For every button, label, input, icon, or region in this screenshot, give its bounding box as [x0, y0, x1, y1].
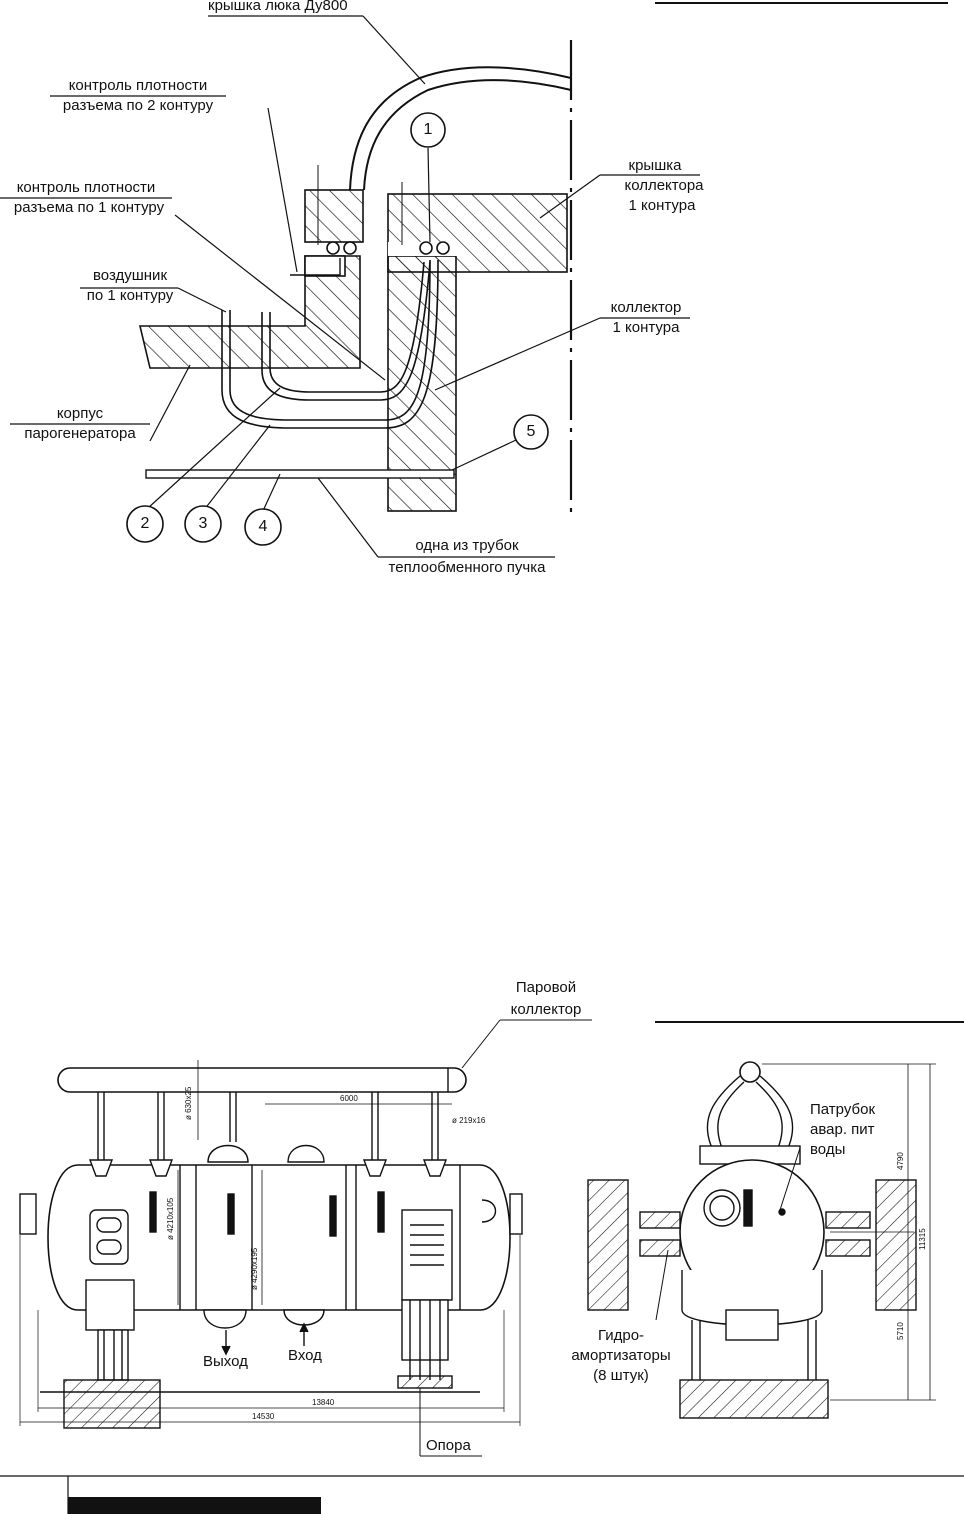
label-vent-line2: по 1 контуру — [86, 287, 174, 304]
label-damper-line2: амортизаторы — [571, 1347, 671, 1364]
label-damper-line1: Гидро- — [597, 1327, 645, 1344]
label-seal-ctrl-1-line1: контроль плотности — [16, 179, 156, 196]
callout-3: 3 — [198, 515, 208, 532]
label-inlet: Вход — [288, 1347, 322, 1364]
label-damper-line3: (8 штук) — [593, 1367, 649, 1384]
label-coll-cover-line2: коллектора — [624, 177, 704, 194]
callout-5: 5 — [526, 423, 536, 440]
dim-11315: 11315 — [918, 1228, 927, 1250]
label-nozzle-line3: воды — [810, 1141, 846, 1158]
callout-1: 1 — [423, 121, 433, 138]
label-collector-line1: коллектор — [610, 299, 682, 316]
dim-4790: 4790 — [896, 1152, 905, 1170]
dim-630: ø 630x25 — [184, 1086, 193, 1120]
lower-diagram — [0, 1019, 964, 1514]
dim-5710: 5710 — [896, 1322, 905, 1340]
dim-4290: ø 4290x195 — [250, 1247, 259, 1290]
label-nozzle-line1: Патрубок — [810, 1101, 876, 1118]
callout-4: 4 — [258, 518, 268, 535]
label-outlet: Выход — [203, 1353, 248, 1370]
footer-bar — [68, 1497, 321, 1514]
dim-6000: 6000 — [340, 1094, 358, 1103]
label-seal-ctrl-2-line1: контроль плотности — [68, 77, 208, 94]
label-body-line1: корпус — [56, 405, 104, 422]
label-steam-coll-line1: Паровой — [515, 979, 577, 996]
label-seal-ctrl-1-line2: разъема по 1 контуру — [13, 199, 165, 216]
callout-2: 2 — [140, 515, 150, 532]
dim-13840: 13840 — [312, 1398, 335, 1407]
label-collector-line2: 1 контура — [612, 319, 680, 336]
label-nozzle-line2: авар. пит — [810, 1121, 875, 1138]
label-tube-line2: теплообменного пучка — [388, 559, 546, 576]
dim-4210: ø 4210x105 — [166, 1197, 175, 1240]
label-tube-line1: одна из трубок — [415, 537, 519, 554]
label-body-line2: парогенератора — [24, 425, 136, 442]
label-seal-ctrl-2-line2: разъема по 2 контуру — [62, 97, 214, 114]
label-hatch-cover: крышка люка Ду800 — [208, 0, 348, 14]
dim-219: ø 219x16 — [452, 1116, 486, 1125]
label-coll-cover-line3: 1 контура — [628, 197, 696, 214]
dim-14530: 14530 — [252, 1412, 275, 1421]
label-steam-coll-line2: коллектор — [510, 1001, 582, 1018]
label-support: Опора — [426, 1437, 471, 1454]
upper-diagram — [0, 2, 948, 558]
label-vent-line1: воздушник — [92, 267, 168, 284]
label-coll-cover-line1: крышка — [628, 157, 682, 174]
